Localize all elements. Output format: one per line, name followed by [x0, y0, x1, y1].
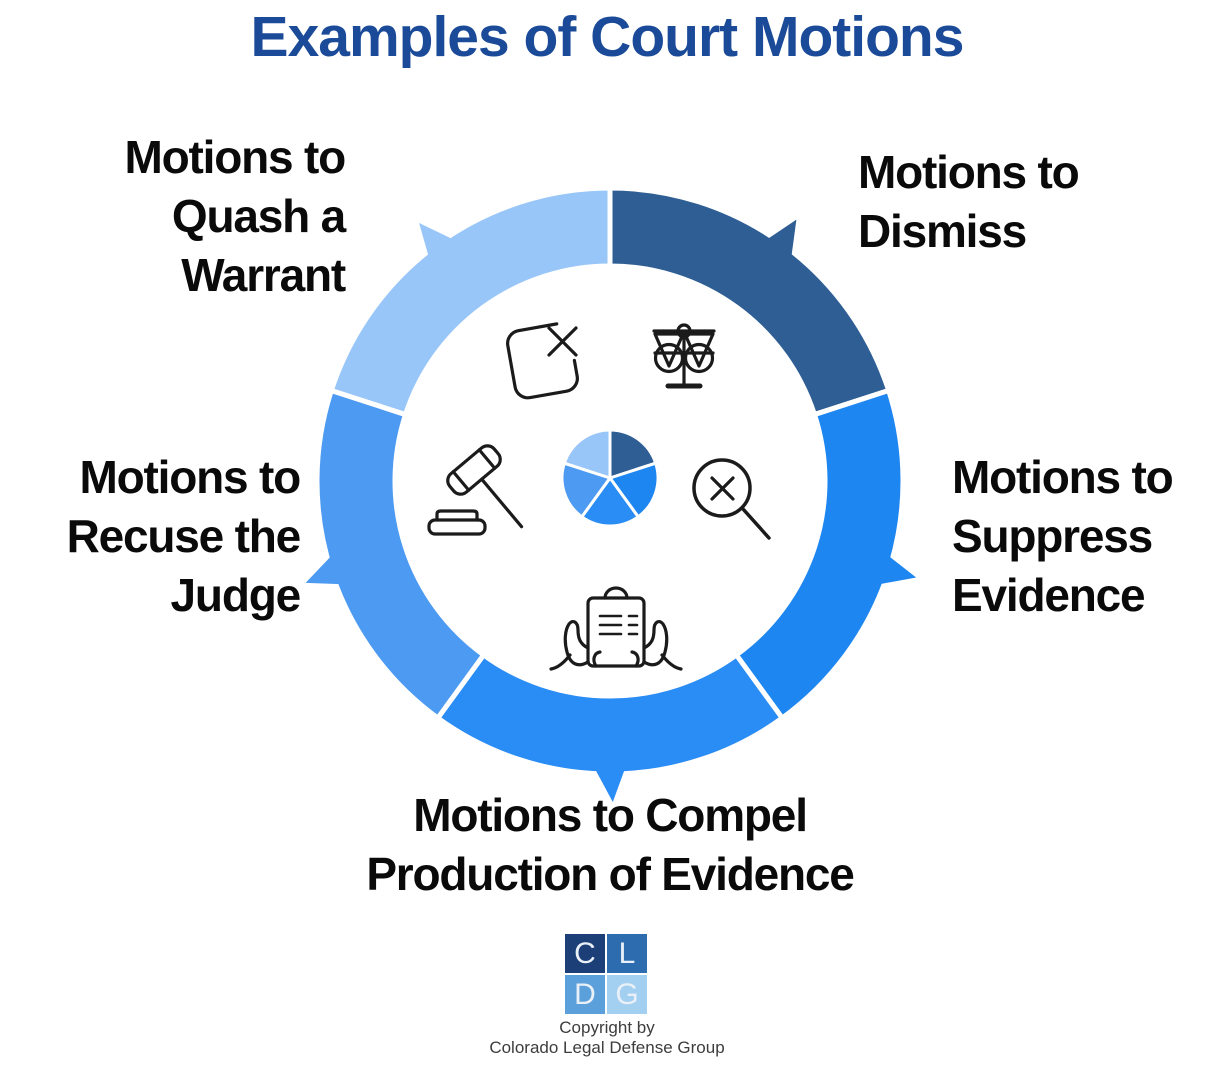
logo-cell-g: G — [607, 975, 647, 1014]
logo-cell-d: D — [565, 975, 605, 1014]
page-title: Examples of Court Motions — [250, 5, 965, 69]
magnifier-x-icon — [692, 458, 771, 540]
ring-segment — [879, 556, 917, 585]
label-motions-to-quash-warrant: Motions to Quash a Warrant — [124, 131, 347, 301]
logo-cell-c: C — [565, 934, 605, 973]
copyright-line1: Copyright by — [559, 1018, 655, 1037]
label-motions-to-suppress-evidence: Motions to Suppress Evidence — [952, 451, 1174, 621]
ring-segment — [608, 461, 660, 519]
copyright-line2: Colorado Legal Defense Group — [489, 1038, 725, 1057]
label-motions-to-recuse-judge: Motions to Recuse the Judge — [66, 451, 302, 621]
cancel-document-icon — [506, 322, 579, 400]
ring-segment — [560, 461, 612, 519]
label-motions-to-dismiss: Motions to Dismiss — [858, 146, 1080, 257]
ring-segment — [580, 476, 640, 528]
ring-segment — [419, 222, 453, 257]
gavel-icon — [427, 444, 524, 536]
cldg-logo: C L D G — [565, 934, 647, 1014]
logo-cell-l: L — [607, 934, 647, 973]
ring-segment — [595, 769, 625, 802]
ring-segment — [305, 556, 341, 585]
label-motions-to-compel-production: Motions to Compel Production of Evidence — [366, 789, 855, 900]
ring-segment — [767, 219, 797, 257]
scales-of-justice-icon — [652, 323, 716, 389]
copyright: Copyright by Colorado Legal Defense Grou… — [0, 1018, 1214, 1058]
hands-document-icon — [549, 586, 683, 671]
ring-segment — [328, 185, 613, 418]
ring-segment — [562, 428, 612, 480]
